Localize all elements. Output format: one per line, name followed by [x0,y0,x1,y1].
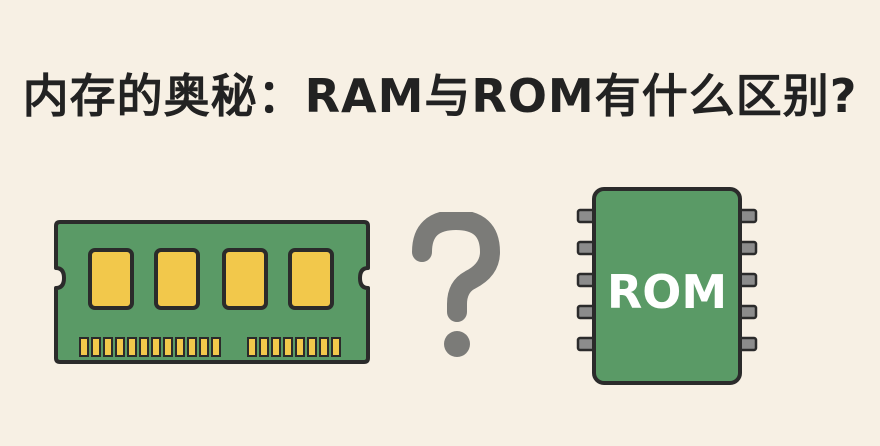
ram-chip-4 [288,248,334,310]
rom-chip-label: ROM [607,265,727,319]
rom-chip-body [592,187,742,385]
ram-chip-1 [88,248,134,310]
ram-contacts-left [79,337,221,357]
question-mark-icon [412,212,500,357]
ram-module-icon [54,220,370,364]
ram-chip-2 [154,248,200,310]
rom-pins-left [576,208,598,352]
ram-contacts-right [247,337,341,357]
ram-chip-3 [222,248,268,310]
rom-chip-icon: ROM [576,187,758,385]
page-title: 内存的奥秘：RAM与ROM有什么区别? [22,69,858,123]
rom-pins-right [736,208,758,352]
